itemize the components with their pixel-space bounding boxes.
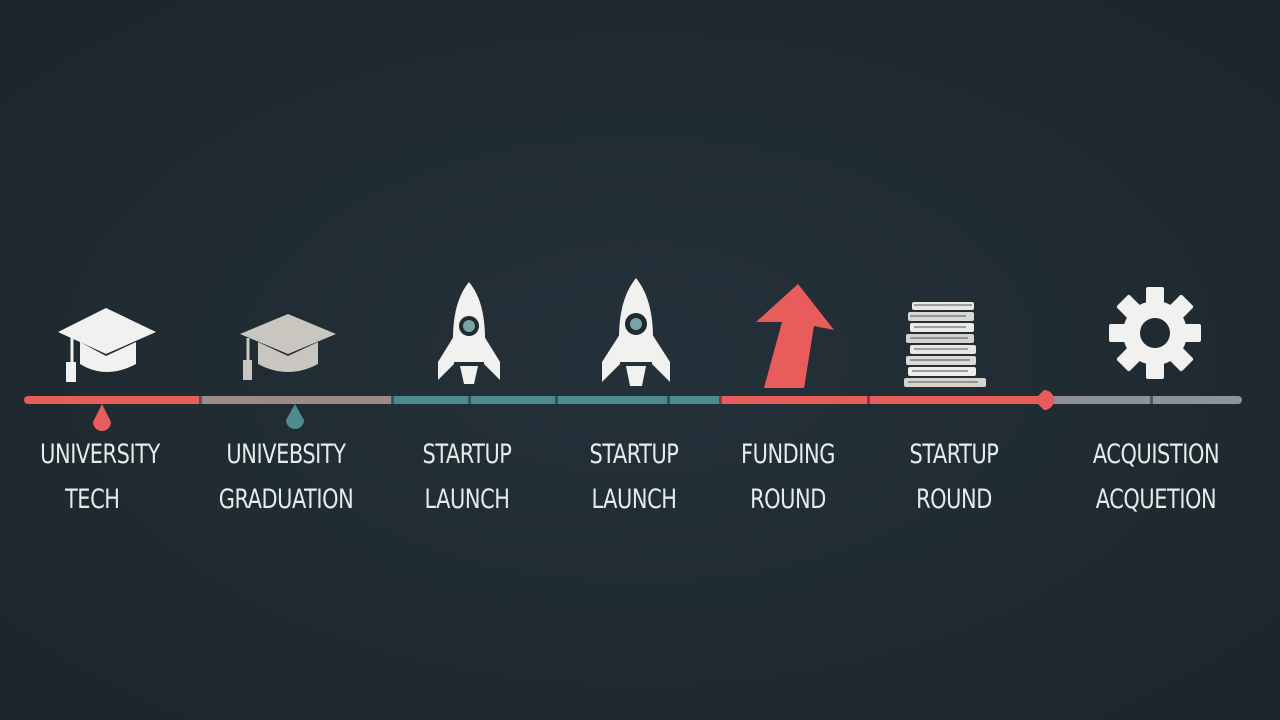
timeline-tick <box>468 395 471 405</box>
timeline-segment <box>868 396 1046 404</box>
timeline-tick <box>719 395 722 405</box>
timeline-tick <box>555 395 558 405</box>
stage-label-line2: ROUND <box>916 484 992 515</box>
stage-label-university-graduation: UNIVEBSITY GRADUATION <box>200 432 372 522</box>
stage-label-line1: STARTUP <box>589 439 679 470</box>
book-stack-icon <box>904 302 986 387</box>
timeline-tick <box>199 395 202 405</box>
stage-label-line1: STARTUP <box>422 439 512 470</box>
stage-label-startup-launch-2: STARTUP LAUNCH <box>548 432 720 522</box>
stage-label-line2: ROUND <box>750 484 826 515</box>
timeline-segment <box>1046 396 1242 404</box>
stage-label-funding-round: FUNDING ROUND <box>702 432 874 522</box>
stage-label-line2: GRADUATION <box>218 484 354 515</box>
stage-label-startup-round: STARTUP ROUND <box>868 432 1040 522</box>
timeline-tick <box>391 395 394 405</box>
stage-label-line1: UNIVERSITY <box>40 439 160 470</box>
arrow-up-icon <box>756 284 834 388</box>
stage-label-university-tech: UNIVERSITY TECH <box>14 432 186 522</box>
timeline-tick <box>667 395 670 405</box>
stage-label-line1: FUNDING <box>740 439 835 470</box>
timeline-segment <box>200 396 392 404</box>
stage-label-line2: LAUNCH <box>424 484 510 515</box>
timeline-segment <box>24 396 200 404</box>
stage-label-line2: LAUNCH <box>591 484 677 515</box>
timeline-tick <box>1150 395 1153 405</box>
stage-label-line1: ACQUISTION <box>1092 439 1220 470</box>
endpoint-dot-marker <box>1034 390 1054 410</box>
timeline-tick <box>867 395 870 405</box>
rocket-icon <box>602 278 670 386</box>
rocket-icon <box>438 282 500 384</box>
stage-label-line1: STARTUP <box>909 439 999 470</box>
timeline-segment <box>392 396 556 404</box>
stage-label-line2: ACQUETION <box>1095 484 1217 515</box>
teal-drop-marker <box>286 404 304 429</box>
graduation-cap-icon <box>240 314 336 380</box>
coral-drop-marker <box>93 404 111 431</box>
timeline-segment <box>556 396 720 404</box>
timeline-segment <box>720 396 868 404</box>
stage-label-startup-launch: STARTUP LAUNCH <box>381 432 553 522</box>
stage-label-line2: TECH <box>64 484 120 515</box>
graduation-cap-icon <box>58 308 156 382</box>
stage-label-line1: UNIVEBSITY <box>226 439 346 470</box>
stage-label-acquisition: ACQUISTION ACQUETION <box>1070 432 1242 522</box>
gear-icon <box>1109 287 1201 379</box>
